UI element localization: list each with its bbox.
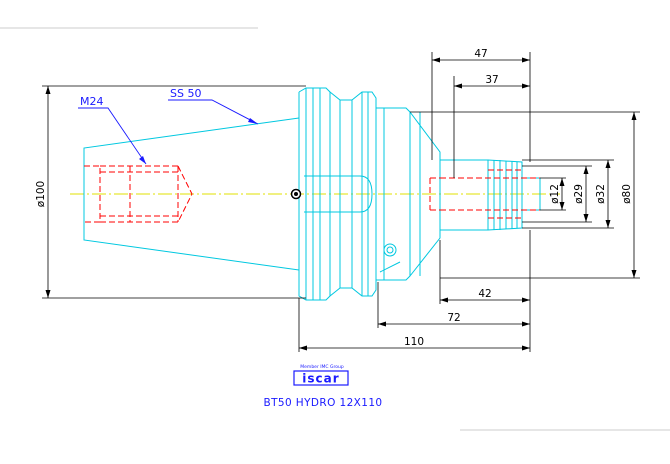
taper-label: SS 50 xyxy=(170,87,201,100)
sheet-border xyxy=(0,27,670,431)
leader-arrow-thread xyxy=(139,156,146,164)
dim-l37: 37 xyxy=(485,74,498,86)
dim-d100: ø100 xyxy=(35,181,47,207)
dim-d32: ø32 xyxy=(595,184,607,204)
dim-l72: 72 xyxy=(447,312,460,324)
dim-d12: ø12 xyxy=(549,184,561,204)
iscar-logo: Member IMC Group iscar xyxy=(293,364,349,386)
dim-d80: ø80 xyxy=(621,184,633,204)
dim-d29: ø29 xyxy=(573,184,585,204)
leader-arrow-taper xyxy=(248,118,258,124)
thread-label: M24 xyxy=(80,95,104,108)
dim-l47: 47 xyxy=(474,48,487,60)
dim-l110: 110 xyxy=(404,336,424,348)
logo-text: iscar xyxy=(302,372,339,386)
dimension-arrows xyxy=(45,57,637,351)
logo-subtitle: Member IMC Group xyxy=(300,364,344,370)
leader-lines xyxy=(78,99,259,165)
hidden-features xyxy=(84,165,540,223)
dimension-lines xyxy=(42,52,640,352)
drawing-caption: BT50 HYDRO 12X110 xyxy=(263,397,382,409)
dim-l42: 42 xyxy=(478,288,491,300)
